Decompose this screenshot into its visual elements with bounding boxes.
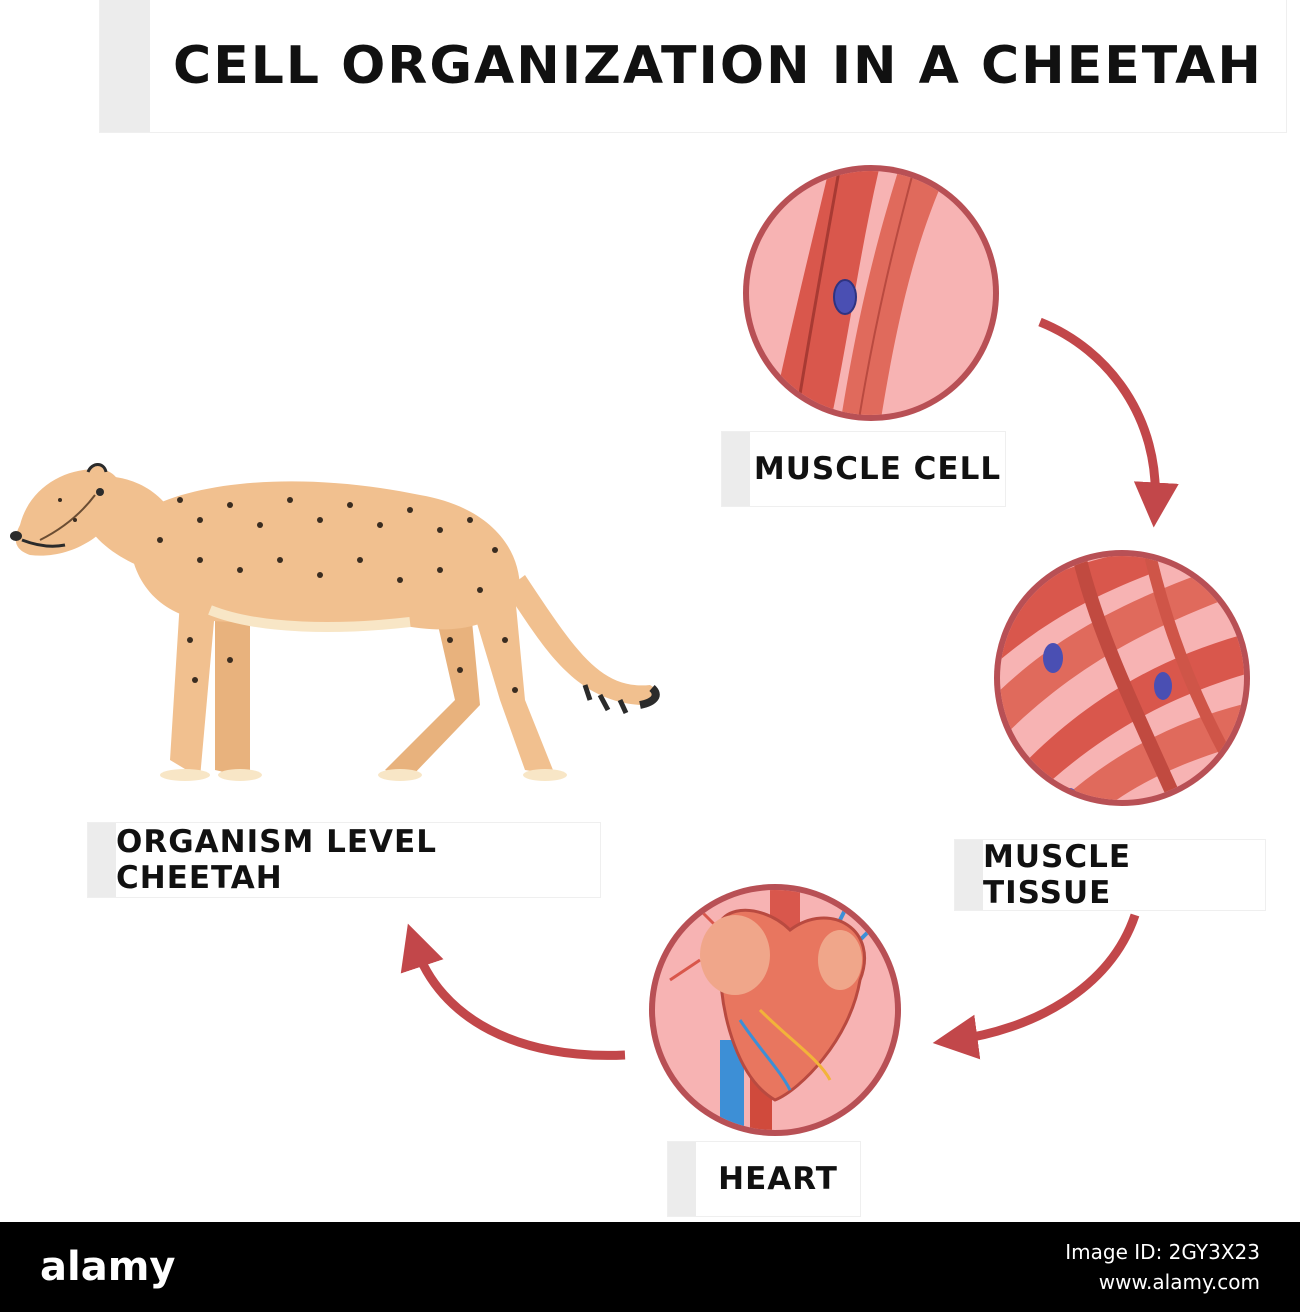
label-muscle-tissue: MUSCLE TISSUE xyxy=(955,839,1265,911)
arrow-tissue-to-heart xyxy=(932,913,1140,1060)
label-muscle-cell: MUSCLE CELL xyxy=(722,432,1005,506)
cheetah-illustration xyxy=(10,463,660,781)
nucleus-icon xyxy=(833,279,857,315)
label-heart: HEART xyxy=(668,1142,860,1216)
muscle-cell-circle xyxy=(743,165,999,421)
arrow-heart-to-organism xyxy=(400,923,626,1060)
nucleus-icon xyxy=(1154,672,1172,700)
nucleus-icon xyxy=(1043,643,1063,673)
page-title: CELL ORGANIZATION IN A CHEETAH xyxy=(100,0,1286,132)
footer-image-id: Image ID: 2GY3X23 xyxy=(1065,1240,1260,1264)
footer-brand-logo: alamy xyxy=(40,1244,176,1290)
label-organism-level: ORGANISM LEVEL CHEETAH xyxy=(88,823,600,897)
footer-site: www.alamy.com xyxy=(1098,1270,1260,1294)
arrow-cell-to-tissue xyxy=(1038,317,1179,528)
muscle-tissue-circle xyxy=(994,550,1250,806)
heart-circle xyxy=(649,884,901,1136)
footer-meta: Image ID: 2GY3X23 www.alamy.com xyxy=(1065,1237,1260,1297)
footer-bar: alamy Image ID: 2GY3X23 www.alamy.com xyxy=(0,1222,1300,1312)
diagram-art xyxy=(10,165,1250,1136)
